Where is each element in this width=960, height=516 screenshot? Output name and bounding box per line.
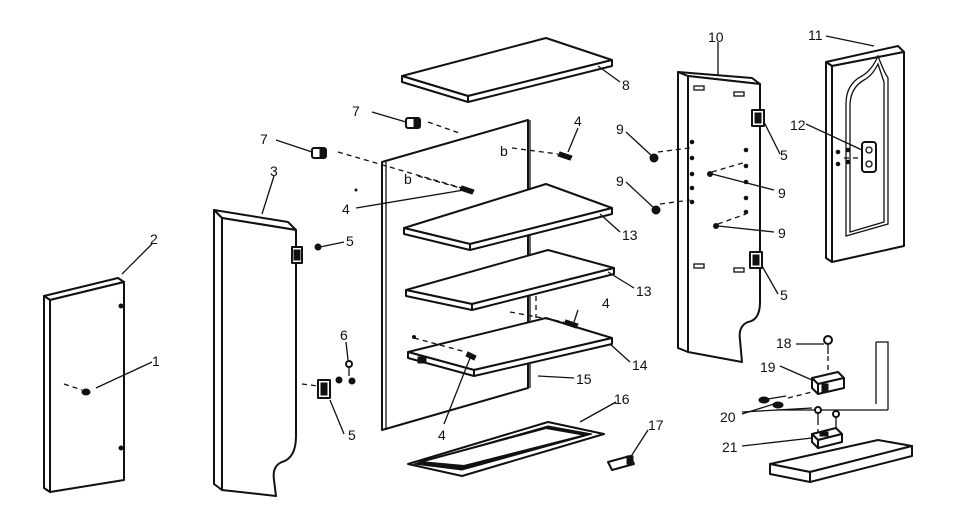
- shelf-pin-lower-left: [465, 351, 477, 361]
- callout-4-lower-right: 4: [602, 295, 610, 311]
- callout-10: 10: [708, 29, 724, 45]
- callout-7-lower: 7: [260, 131, 268, 147]
- part-2-left-end-panel: [43, 277, 125, 493]
- callout-9-d: 9: [778, 225, 786, 241]
- callout-21: 21: [722, 439, 738, 455]
- part-12-door-hinge-plate: [861, 141, 877, 173]
- shelf-pin-upper-left: [459, 185, 475, 195]
- callout-7-upper: 7: [352, 103, 360, 119]
- callout-5-left-upper: 5: [346, 233, 354, 249]
- part-17-clip: [607, 455, 635, 471]
- callout-5-right-lower: 5: [780, 287, 788, 303]
- part-18-screw: [823, 335, 833, 372]
- hole-mark-b-lower: b: [404, 171, 412, 187]
- cam-fitting-upper: [405, 117, 421, 129]
- part-14-bottom-shelf: [407, 317, 613, 377]
- callout-16: 16: [614, 391, 630, 407]
- callout-9-c: 9: [778, 185, 786, 201]
- cam-fitting-lower: [311, 147, 327, 159]
- hinge-upper-left: [291, 243, 322, 264]
- part-16-base-toe-kick: [407, 421, 605, 477]
- part-21-strike-plate: [811, 427, 843, 449]
- part-19-catch: [811, 371, 845, 395]
- callout-18: 18: [776, 335, 792, 351]
- callout-3: 3: [270, 163, 278, 179]
- cabinet-corner-detail: [769, 341, 913, 483]
- callout-5-left-lower: 5: [348, 427, 356, 443]
- callout-8: 8: [622, 77, 630, 93]
- part-1-knob-pin: [81, 388, 91, 396]
- callout-5-right-upper: 5: [780, 147, 788, 163]
- hole-mark-b-upper: b: [500, 143, 508, 159]
- callout-13-upper: 13: [622, 227, 638, 243]
- callout-17: 17: [648, 417, 664, 433]
- callout-labels: 1 2 3 4 4 4 4 5 5 5 5 6 7 7 8 9 9 9 9 10…: [150, 27, 823, 455]
- callout-2: 2: [150, 231, 158, 247]
- hinge-lower-right: [749, 251, 763, 269]
- screw-set-right-panel: [649, 153, 719, 229]
- hinge-lower-left: [317, 376, 356, 399]
- callout-9-a: 9: [616, 121, 624, 137]
- part-3-left-side-panel: [213, 209, 297, 497]
- callout-15: 15: [576, 371, 592, 387]
- shelf-pin-lower-right: [563, 319, 579, 329]
- callout-4-lower-left: 4: [438, 427, 446, 443]
- callout-19: 19: [760, 359, 776, 375]
- part-6-screw: [345, 360, 353, 376]
- callout-4-upper-right: 4: [574, 113, 582, 129]
- hinge-upper-right: [751, 109, 765, 127]
- callout-12: 12: [790, 117, 806, 133]
- callout-4-upper-left: 4: [342, 201, 350, 217]
- part-13-upper-shelf: [403, 183, 613, 251]
- callout-6: 6: [340, 327, 348, 343]
- callout-leader-lines: [95, 35, 875, 459]
- callout-11: 11: [808, 27, 823, 43]
- part-8-top-board: [401, 37, 613, 103]
- part-10-right-side-panel: [677, 71, 761, 363]
- assembly-guide-lines: [63, 121, 858, 432]
- shelf-pin-upper-right: [557, 151, 573, 161]
- callout-9-b: 9: [616, 173, 624, 189]
- callout-14: 14: [632, 357, 648, 373]
- callout-20: 20: [720, 409, 736, 425]
- part-20-screws: [758, 395, 840, 424]
- callout-13-lower: 13: [636, 283, 652, 299]
- part-13-lower-shelf: [405, 249, 615, 311]
- callout-1: 1: [152, 353, 160, 369]
